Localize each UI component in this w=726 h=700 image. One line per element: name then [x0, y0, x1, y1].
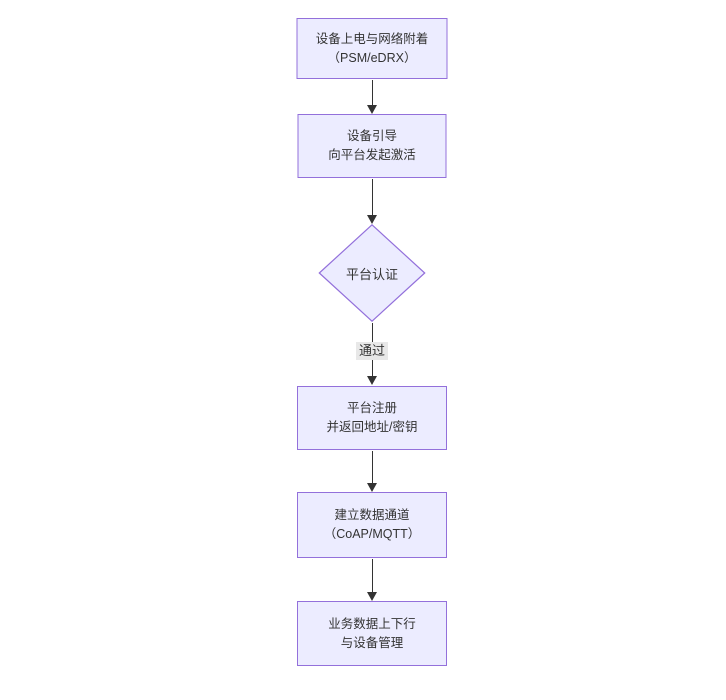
- arrow-line: [371, 179, 373, 215]
- arrow-line: [371, 80, 373, 105]
- node-label-line: 平台认证: [345, 266, 398, 282]
- node-label-line: 设备上电与网络附着: [315, 31, 429, 46]
- arrowhead-icon: [367, 215, 377, 224]
- node-label-line: 向平台发起激活: [328, 148, 416, 162]
- arrow-e-f: [367, 559, 377, 601]
- flow-node-power-attach: 设备上电与网络附着 （PSM/eDRX）: [296, 18, 448, 79]
- node-label-line: 设备引导: [346, 129, 397, 143]
- arrowhead-icon: [367, 592, 377, 601]
- node-label-line: 并返回地址/密钥: [326, 420, 418, 434]
- node-label-line: 业务数据上下行: [328, 616, 416, 631]
- arrow-a-b: [367, 80, 377, 114]
- flow-node-platform-register: 平台注册 并返回地址/密钥: [297, 386, 447, 450]
- node-label-line: （PSM/eDRX）: [327, 50, 417, 65]
- node-label-line: 建立数据通道: [334, 508, 410, 522]
- flow-node-data-channel: 建立数据通道 （CoAP/MQTT）: [297, 492, 447, 558]
- edge-label-pass: 通过: [355, 342, 389, 360]
- flow-node-platform-auth: 平台认证: [318, 224, 426, 322]
- node-label-line: 与设备管理: [340, 635, 404, 650]
- arrowhead-icon: [367, 376, 377, 385]
- flow-node-business-data: 业务数据上下行 与设备管理: [297, 601, 447, 666]
- arrow-b-c: [367, 179, 377, 224]
- node-label-line: 平台注册: [346, 401, 397, 415]
- node-label-line: （CoAP/MQTT）: [323, 527, 421, 541]
- arrowhead-icon: [367, 105, 377, 114]
- flow-node-bootstrap: 设备引导 向平台发起激活: [297, 114, 447, 178]
- arrow-line: [371, 559, 373, 592]
- arrow-d-e: [367, 451, 377, 492]
- arrowhead-icon: [367, 483, 377, 492]
- arrow-line: [371, 451, 373, 483]
- diamond-shape: [318, 224, 426, 322]
